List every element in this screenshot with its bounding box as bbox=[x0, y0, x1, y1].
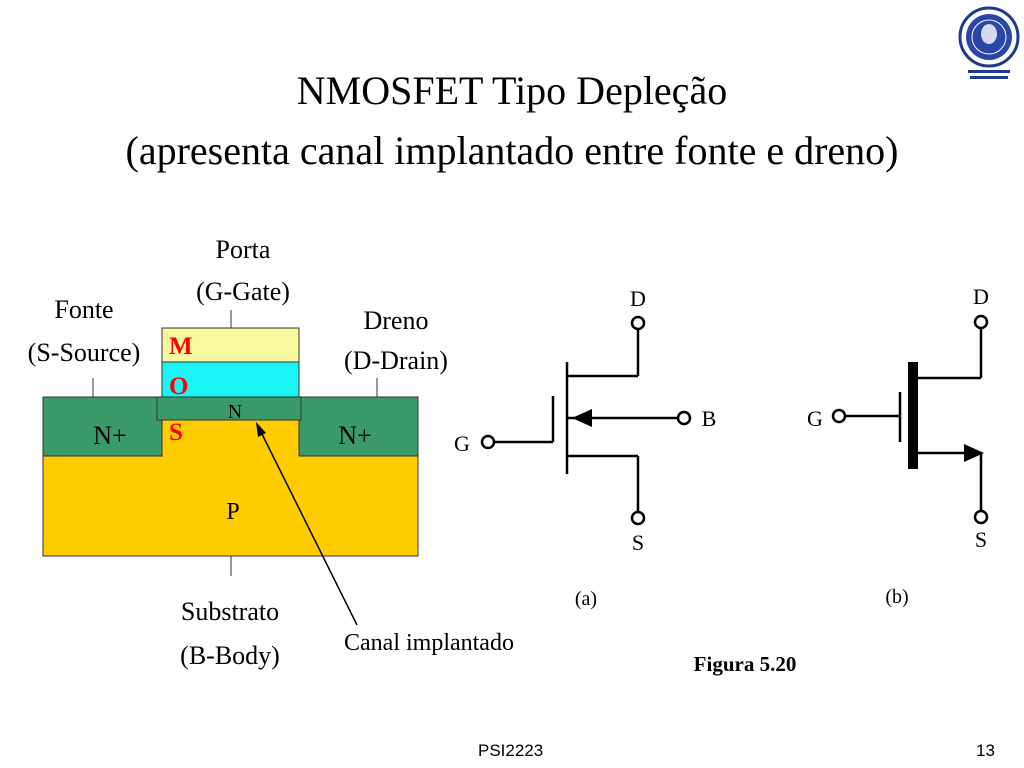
mos-letter-m: M bbox=[169, 333, 193, 360]
symbol-a-drain-label: D bbox=[630, 286, 646, 311]
source-label-line2: (S-Source) bbox=[28, 338, 141, 367]
slide-subtitle: (apresenta canal implantado entre fonte … bbox=[125, 128, 899, 173]
gate-label-line2: (G-Gate) bbox=[196, 277, 290, 306]
source-label-line1: Fonte bbox=[54, 295, 113, 324]
gate-label-line1: Porta bbox=[216, 235, 271, 264]
university-seal-icon bbox=[958, 6, 1020, 79]
substrate-region-label: P bbox=[226, 499, 239, 525]
symbol-a-source-label: S bbox=[632, 530, 644, 555]
body-label-line1: Substrato bbox=[181, 597, 279, 626]
mosfet-cross-section: Porta (G-Gate) Fonte (S-Source) Dreno (D… bbox=[28, 235, 514, 670]
symbol-b-channel-bar bbox=[908, 362, 918, 469]
symbol-a-gate-label: G bbox=[454, 431, 470, 456]
gate-oxide bbox=[161, 361, 300, 398]
gate-metal bbox=[161, 327, 300, 363]
symbol-b-source-label: S bbox=[975, 527, 987, 552]
source-n-plus-region bbox=[42, 396, 163, 457]
symbol-a-body-arrow bbox=[572, 409, 592, 427]
substrate-region bbox=[42, 454, 419, 557]
mos-letter-o: O bbox=[169, 373, 188, 400]
channel-callout-arrowhead bbox=[256, 422, 266, 437]
symbol-b-source-arrow bbox=[964, 444, 984, 462]
symbol-a-caption: (a) bbox=[575, 588, 597, 610]
figure-caption: Figura 5.20 bbox=[694, 652, 797, 676]
channel-callout-arrow bbox=[259, 429, 358, 626]
drain-label-line1: Dreno bbox=[364, 306, 429, 335]
channel-callout-label: Canal implantado bbox=[344, 630, 514, 656]
footer-course-code: PSI2223 bbox=[478, 741, 544, 760]
symbol-a-body-label: B bbox=[702, 406, 717, 431]
body-label-line2: (B-Body) bbox=[180, 641, 280, 670]
footer-page-number: 13 bbox=[976, 741, 995, 760]
source-region-label: N+ bbox=[93, 421, 126, 450]
symbol-b-drain-label: D bbox=[973, 284, 989, 309]
drain-label-line2: (D-Drain) bbox=[344, 346, 448, 375]
symbol-b-gate-label: G bbox=[807, 406, 823, 431]
slide-title: NMOSFET Tipo Depleção bbox=[296, 68, 728, 113]
mos-letter-s: S bbox=[169, 419, 183, 446]
channel-type-label: N bbox=[228, 401, 242, 423]
drain-region-label: N+ bbox=[338, 421, 371, 450]
symbol-b-caption: (b) bbox=[885, 586, 908, 608]
substrate-under-gate bbox=[162, 420, 299, 456]
